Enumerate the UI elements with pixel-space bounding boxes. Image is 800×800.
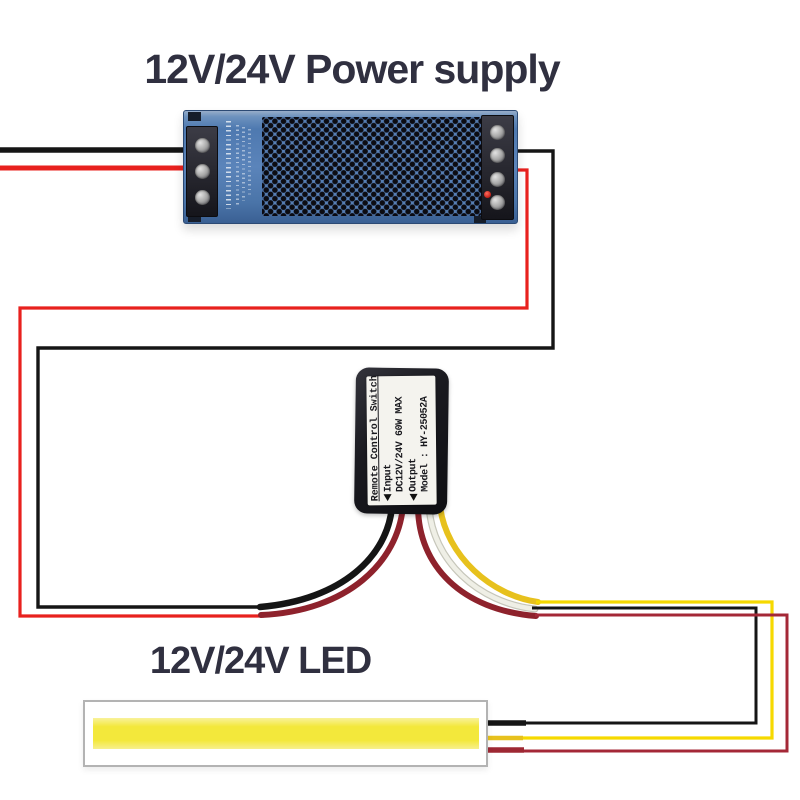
- screw-icon: [194, 190, 210, 205]
- module-output-wire-white: [426, 503, 538, 612]
- wire-out-darkred-loop: [524, 613, 789, 753]
- power-supply-title: 12V/24V Power supply: [144, 46, 560, 92]
- wire-dc-red-loop: [18, 168, 529, 618]
- remote-control-switch-module: Remote Control Switch Input DC12V/24V 60…: [353, 367, 450, 515]
- psu-mounting-notch: [188, 213, 201, 222]
- wire-dc-black-loop: [36, 149, 555, 609]
- screw-icon: [194, 164, 210, 179]
- psu-input-terminal-block: [186, 126, 218, 217]
- led-strip-light-bar: [93, 718, 479, 749]
- power-supply-unit: [183, 110, 518, 224]
- psu-vent-grille: [262, 117, 481, 216]
- module-input-wire-black: [256, 502, 396, 611]
- output-arrow-icon: [409, 493, 418, 501]
- wire-out-yellow-loop: [486, 600, 774, 740]
- module-title: Remote Control Switch: [369, 375, 382, 502]
- module-label: Remote Control Switch Input DC12V/24V 60…: [366, 375, 437, 506]
- module-input-spec: DC12V/24V 60W MAX: [394, 396, 407, 493]
- module-model-number: Model : HY-25052A: [419, 396, 432, 492]
- psu-indicator-led: [484, 191, 491, 198]
- psu-output-terminal-block: [481, 115, 514, 220]
- psu-spec-print: [242, 127, 245, 201]
- psu-spec-print: [236, 125, 239, 205]
- module-input-wire-red: [258, 503, 406, 618]
- psu-spec-print: [226, 121, 231, 209]
- screw-icon: [194, 138, 210, 153]
- screw-icon: [490, 124, 505, 140]
- psu-mounting-notch: [474, 216, 486, 223]
- wire-out-black-loop: [524, 606, 758, 725]
- psu-mounting-notch: [188, 112, 201, 121]
- input-arrow-icon: [383, 494, 392, 502]
- module-label-text: Remote Control Switch Input DC12V/24V 60…: [366, 375, 436, 506]
- screw-icon: [490, 195, 505, 211]
- led-title: 12V/24V LED: [149, 640, 372, 682]
- screw-icon: [490, 148, 505, 164]
- screw-icon: [490, 171, 505, 187]
- psu-spec-print: [248, 129, 251, 195]
- led-strip: [83, 700, 488, 767]
- module-output-wire-yellow: [437, 503, 541, 605]
- module-output-wire-red: [415, 503, 539, 619]
